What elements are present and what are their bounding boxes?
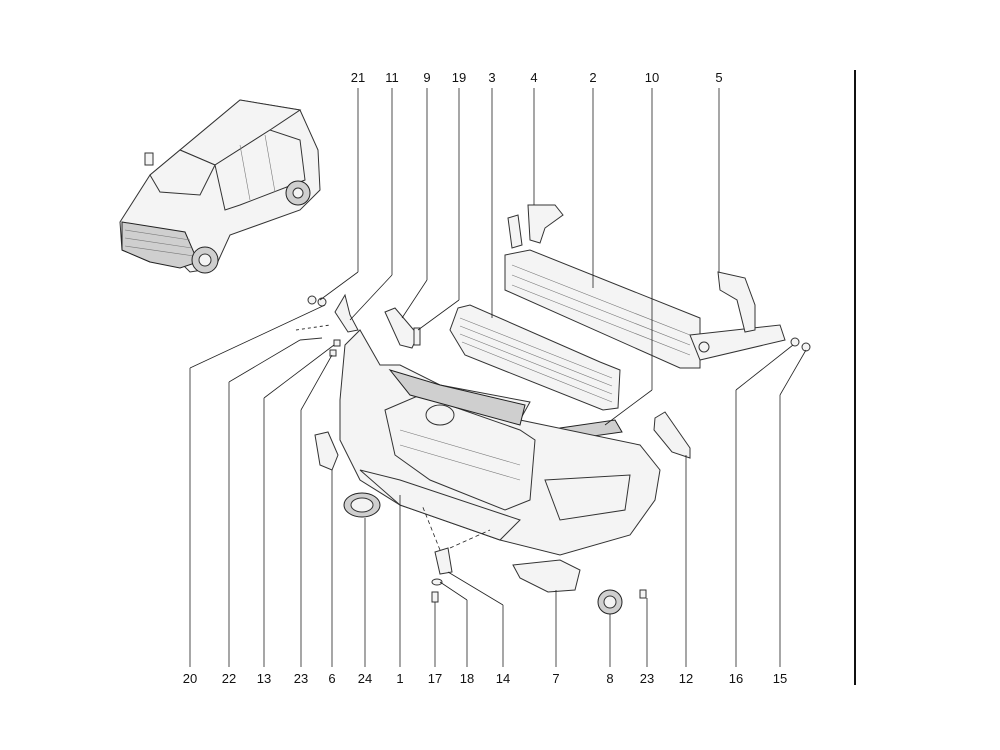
part-16-washer <box>790 337 800 347</box>
part-3-grille <box>449 304 621 411</box>
assembly-arrows <box>421 504 491 551</box>
callout-22: 22 <box>222 671 236 686</box>
callout-24: 24 <box>358 671 372 686</box>
part-24-emblem <box>343 492 381 518</box>
part-7-fog-lamp-bezel <box>512 559 581 593</box>
callout-1: 1 <box>396 671 403 686</box>
callout-6: 6 <box>328 671 335 686</box>
part-6-bracket <box>314 431 339 471</box>
callout-23-left: 23 <box>294 671 308 686</box>
part-4-bracket <box>527 204 564 244</box>
callout-14: 14 <box>496 671 510 686</box>
callout-8: 8 <box>606 671 613 686</box>
top-leader-lines <box>319 88 720 426</box>
part-14-bracket <box>434 547 453 575</box>
part-1-front-bumper <box>339 329 661 556</box>
callout-23-right: 23 <box>640 671 654 686</box>
callout-19: 19 <box>452 70 466 85</box>
callout-12: 12 <box>679 671 693 686</box>
part-23-screw <box>639 589 647 599</box>
part-5-bracket <box>717 271 756 333</box>
callout-13: 13 <box>257 671 271 686</box>
part-15-screw <box>801 342 811 352</box>
callout-18: 18 <box>460 671 474 686</box>
callout-21: 21 <box>351 70 365 85</box>
callout-11: 11 <box>385 70 399 85</box>
callout-5: 5 <box>715 70 722 85</box>
bottom-leader-lines <box>189 304 807 667</box>
callout-9: 9 <box>423 70 430 85</box>
bottom-callouts: 20 22 13 23 6 24 1 17 18 14 7 8 23 12 16… <box>183 671 787 686</box>
top-callouts: 21 11 9 19 3 4 2 10 5 <box>351 70 723 85</box>
callout-10: 10 <box>645 70 659 85</box>
callout-15: 15 <box>773 671 787 686</box>
callout-20: 20 <box>183 671 197 686</box>
part-18-washer <box>431 578 443 586</box>
callout-17: 17 <box>428 671 442 686</box>
part-11-bracket <box>334 293 359 333</box>
callout-7: 7 <box>552 671 559 686</box>
part-2-bumper-beam <box>504 214 786 369</box>
part-8-fog-lamp <box>597 589 623 615</box>
callout-16: 16 <box>729 671 743 686</box>
callout-2: 2 <box>589 70 596 85</box>
part-12-side-bracket <box>653 411 691 459</box>
callout-3: 3 <box>488 70 495 85</box>
part-17-screw <box>431 591 439 603</box>
part-9-bracket <box>384 307 419 349</box>
callout-4: 4 <box>530 70 537 85</box>
part-19-clip <box>413 327 421 346</box>
vehicle-illustration <box>119 99 321 274</box>
part-22-13-23-fasteners <box>295 324 341 357</box>
